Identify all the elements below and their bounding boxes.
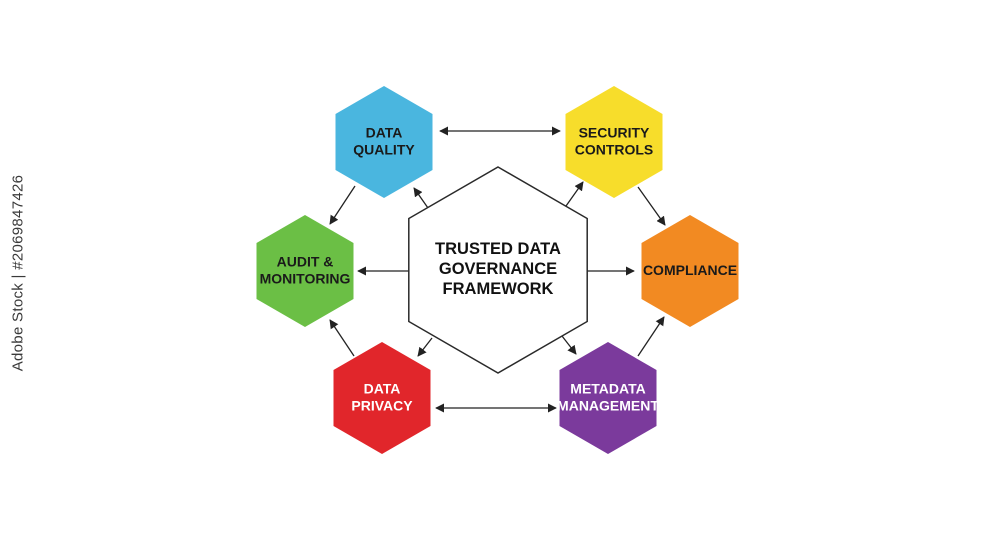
data-privacy-label-line: PRIVACY xyxy=(351,397,413,413)
compliance-hexagon xyxy=(641,215,739,327)
audit-monitoring-label-line: MONITORING xyxy=(260,270,351,286)
connector-privacy-audit xyxy=(329,319,355,357)
stock-id-label: Adobe Stock | #2069847426 xyxy=(9,174,27,372)
audit-monitoring-label: AUDIT &MONITORING xyxy=(260,253,351,286)
compliance-label-line: COMPLIANCE xyxy=(643,262,737,278)
metadata-management-hexagon xyxy=(559,342,657,454)
stock-id-text: Adobe Stock | #2069847426 xyxy=(6,0,30,546)
data-quality-label-line: DATA xyxy=(366,124,403,140)
connector-center-metadata xyxy=(561,335,577,355)
connector-center-security xyxy=(565,181,584,207)
connector-quality-audit xyxy=(329,185,356,225)
audit-monitoring-hexagon xyxy=(256,215,354,327)
node-compliance: COMPLIANCE xyxy=(641,215,739,327)
center-title-line: FRAMEWORK xyxy=(443,280,554,298)
security-controls-label-line: SECURITY xyxy=(579,124,650,140)
connector-center-privacy xyxy=(417,337,433,357)
center-title: TRUSTED DATA GOVERNANCE FRAMEWORK xyxy=(435,240,561,298)
connectors xyxy=(329,126,666,413)
connector-metadata-compliance xyxy=(637,316,665,357)
center-hexagon-shape xyxy=(408,166,588,374)
center-title-line: GOVERNANCE xyxy=(439,260,557,278)
compliance-label: COMPLIANCE xyxy=(643,262,737,278)
center-title-line: TRUSTED DATA xyxy=(435,240,561,258)
data-privacy-label-line: DATA xyxy=(364,380,401,396)
data-quality-label-line: QUALITY xyxy=(353,141,415,157)
security-controls-label-line: CONTROLS xyxy=(575,141,654,157)
connector-center-quality xyxy=(413,187,429,209)
connector-security-compliance xyxy=(637,186,666,226)
audit-monitoring-label-line: AUDIT & xyxy=(277,253,334,269)
metadata-management-label-line: MANAGEMENT xyxy=(557,397,659,413)
data-privacy-hexagon xyxy=(333,342,431,454)
security-controls-hexagon xyxy=(565,86,663,198)
metadata-management-label-line: METADATA xyxy=(570,380,645,396)
center-hexagon: TRUSTED DATA GOVERNANCE FRAMEWORK xyxy=(408,166,588,374)
data-quality-hexagon xyxy=(335,86,433,198)
node-audit-monitoring: AUDIT &MONITORING xyxy=(256,215,354,327)
